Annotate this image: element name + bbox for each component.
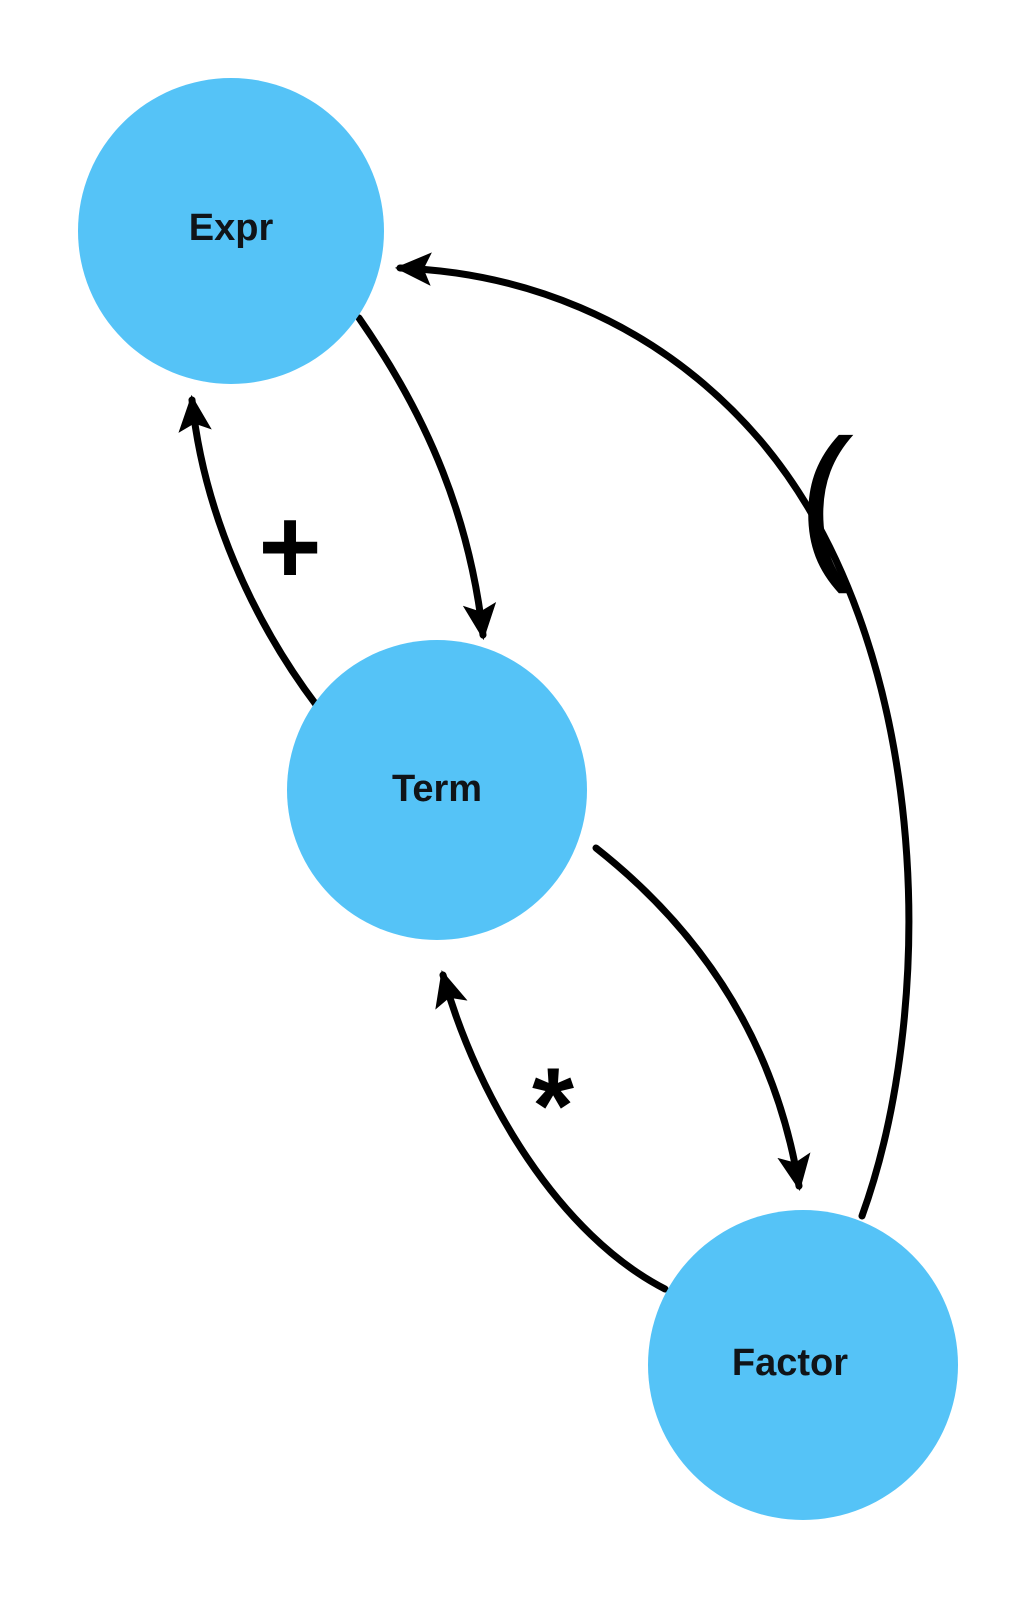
edge-label-open-paren: ( (798, 405, 855, 595)
node-term-circle[interactable] (287, 640, 587, 940)
node-factor[interactable]: Factor (648, 1210, 958, 1520)
node-expr-circle[interactable] (78, 78, 384, 384)
edge-factor-to-term-path[interactable] (435, 970, 669, 1293)
edge-label-plus: + (258, 486, 321, 607)
edges-layer (178, 252, 913, 1293)
edge-term-to-expr-path[interactable] (178, 394, 321, 710)
edge-expr-to-term-path[interactable] (355, 314, 497, 641)
edge-term-to-factor-path[interactable] (592, 844, 811, 1192)
edge-term-to-factor[interactable] (592, 844, 811, 1192)
node-term[interactable]: Term (287, 640, 587, 940)
edge-factor-to-term[interactable] (435, 970, 669, 1293)
edge-factor-to-expr[interactable] (394, 252, 913, 1220)
node-factor-circle[interactable] (648, 1210, 958, 1520)
edge-labels-layer: + * ( (258, 405, 854, 1166)
edge-expr-to-term[interactable] (355, 314, 497, 641)
node-expr[interactable]: Expr (78, 78, 384, 384)
edge-label-star: * (532, 1045, 574, 1166)
edge-factor-to-expr-path[interactable] (394, 252, 913, 1220)
edge-term-to-expr[interactable] (178, 394, 321, 710)
nodes-layer: Expr Term Factor (78, 78, 958, 1520)
